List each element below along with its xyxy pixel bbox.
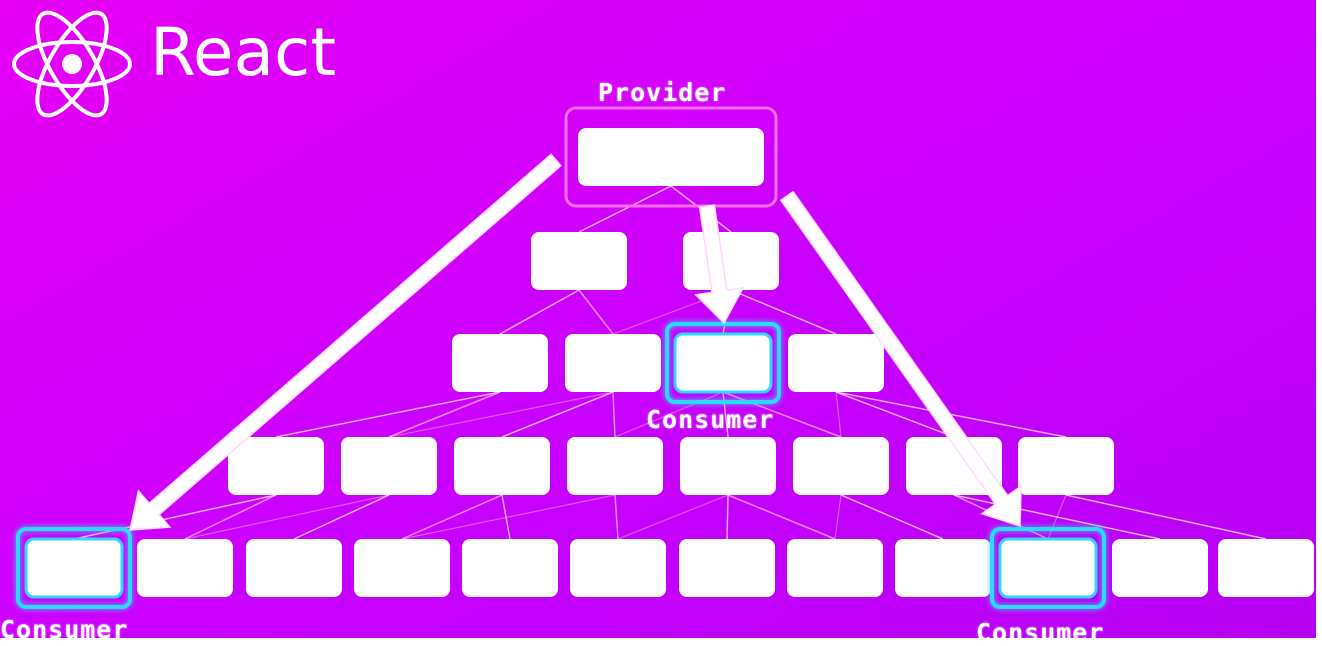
- tree-edge: [727, 494, 836, 540]
- tree-edge: [275, 391, 501, 438]
- component-node: [895, 539, 991, 597]
- tree-edge: [578, 185, 672, 233]
- tree-edge: [275, 391, 501, 438]
- provider-label: Provider: [598, 78, 727, 107]
- tree-edge: [730, 289, 837, 335]
- react-logo-icon: [12, 10, 132, 118]
- component-node: [567, 437, 663, 495]
- tree-edge: [501, 391, 614, 438]
- tree-edge: [834, 494, 842, 540]
- consumer-node: [673, 332, 773, 394]
- tree-edge: [293, 494, 390, 540]
- consumer-label-right: Consumer: [976, 618, 1105, 638]
- context-arrows: [129, 153, 1022, 531]
- tree-edge: [73, 494, 277, 540]
- tree-edge: [722, 391, 729, 438]
- tree-edge: [501, 494, 511, 540]
- component-node: [570, 539, 666, 597]
- tree-edge: [578, 289, 614, 335]
- tree-edge: [501, 494, 511, 540]
- component-node: [683, 232, 779, 290]
- component-node: [1112, 539, 1208, 597]
- consumer-highlight: [990, 527, 1106, 609]
- tree-edge: [953, 494, 1161, 540]
- tree-edge: [953, 494, 1161, 540]
- tree-nodes: [16, 106, 1314, 609]
- tree-edge: [726, 494, 729, 540]
- tree-edge: [614, 391, 724, 438]
- tree-edge: [184, 494, 277, 540]
- tree-edge: [835, 391, 955, 438]
- tree-edge: [73, 494, 277, 540]
- component-node: [679, 539, 775, 597]
- consumer-highlight: [665, 322, 781, 404]
- tree-edge: [722, 391, 842, 438]
- tree-edge: [401, 494, 503, 540]
- component-node: [788, 334, 884, 392]
- consumer-highlight: [16, 527, 132, 609]
- brand-name: React: [150, 14, 337, 91]
- tree-edge: [614, 494, 619, 540]
- tree-edge: [730, 289, 837, 335]
- tree-edge: [726, 494, 729, 540]
- consumer-label-mid: Consumer: [646, 405, 775, 434]
- component-node: [354, 539, 450, 597]
- component-node: [787, 539, 883, 597]
- component-node: [228, 437, 324, 495]
- component-node: [565, 334, 661, 392]
- tree-edge: [578, 185, 672, 233]
- tree-edge: [388, 391, 501, 438]
- tree-edge: [388, 391, 614, 438]
- arrow-to-consumer-mid: [694, 204, 745, 325]
- tree-edge: [501, 391, 614, 438]
- component-node: [454, 437, 550, 495]
- tree-edge: [1065, 494, 1267, 540]
- component-node: [531, 232, 627, 290]
- tree-edge: [835, 391, 955, 438]
- component-node: [680, 437, 776, 495]
- tree-edge: [612, 391, 616, 438]
- provider-outline: [564, 106, 778, 208]
- consumer-node: [998, 537, 1098, 599]
- tree-edges: [73, 185, 1267, 540]
- consumer-node: [24, 537, 124, 599]
- tree-edge: [840, 494, 944, 540]
- consumer-label-left: Consumer: [0, 615, 129, 638]
- tree-edge: [184, 494, 390, 540]
- component-node: [462, 539, 558, 597]
- arrow-to-consumer-mid-shape: [694, 204, 745, 325]
- component-node: [452, 334, 548, 392]
- tree-edge: [1065, 494, 1267, 540]
- tree-edge: [617, 494, 729, 540]
- tree-edge: [840, 494, 944, 540]
- component-node: [341, 437, 437, 495]
- arrow-to-consumer-left: [129, 153, 562, 531]
- arrow-to-consumer-right: [779, 190, 1022, 528]
- tree-edge: [835, 391, 842, 438]
- tree-edge: [499, 289, 580, 335]
- component-node: [793, 437, 889, 495]
- component-node: [1218, 539, 1314, 597]
- component-node: [246, 539, 342, 597]
- tree-edge: [401, 494, 616, 540]
- tree-edge: [499, 289, 580, 335]
- arrow-to-consumer-left-shape: [129, 153, 562, 531]
- component-node: [137, 539, 233, 597]
- arrow-to-consumer-right-shape: [779, 190, 1022, 528]
- tree-edge: [293, 494, 390, 540]
- provider-node: [578, 128, 764, 186]
- component-node: [1018, 437, 1114, 495]
- tree-edge: [722, 391, 729, 438]
